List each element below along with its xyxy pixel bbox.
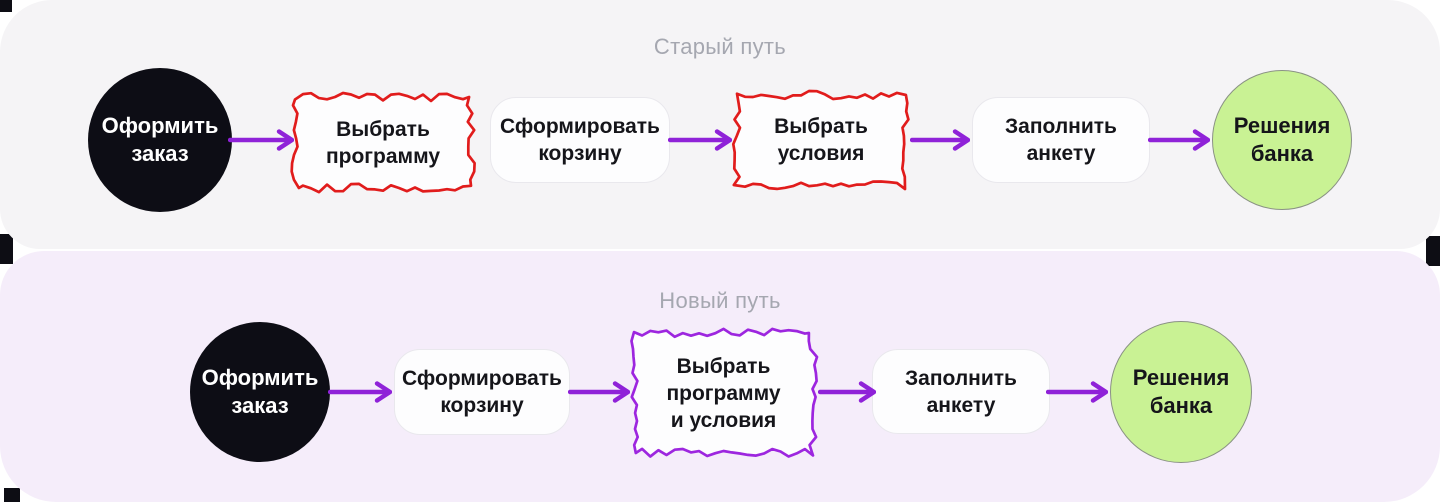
step-label-line: заказ	[131, 141, 189, 166]
step-label-line: Выбрать	[774, 115, 868, 138]
step-label-line: Сформировать	[402, 367, 562, 390]
step-label-line: корзину	[440, 394, 524, 417]
step-squiggle-red: Выбрать программу	[288, 90, 478, 195]
step-circle-green: Решения банка	[1212, 70, 1352, 210]
step-label-line: Решения	[1233, 113, 1331, 138]
step-label-line: условия	[777, 142, 865, 165]
step-label-line: Заполнить	[905, 366, 1017, 390]
step-label-line: Оформить	[101, 113, 219, 138]
step-label: Сформировать корзину	[500, 113, 660, 167]
step-label: Оформить заказ	[202, 364, 319, 420]
step-label-line: анкету	[1026, 142, 1096, 165]
step-label: Заполнить анкету	[1005, 113, 1117, 167]
step-label-line: заказ	[231, 393, 289, 418]
arrow-right-icon	[327, 378, 393, 406]
step-label-line: Выбрать	[676, 354, 771, 378]
step-label-line: банка	[1149, 393, 1213, 418]
arrow-right-icon	[1147, 126, 1211, 154]
squiggle-border-icon	[731, 89, 910, 191]
step-label: Выбрать условия	[774, 113, 868, 167]
step-circle-green: Решения банка	[1110, 321, 1252, 463]
step-box: Заполнить анкету	[972, 97, 1150, 183]
step-box: Сформировать корзину	[490, 97, 670, 183]
step-label: Решения банка	[1234, 112, 1331, 168]
step-label: Заполнить анкету	[905, 365, 1017, 419]
arrow-right-icon	[817, 378, 877, 406]
step-label-line: программу	[666, 381, 781, 405]
step-label-line: Сформировать	[500, 115, 660, 138]
old-path-panel	[0, 0, 1440, 249]
step-label: Решения банка	[1133, 364, 1230, 420]
step-label-line: корзину	[538, 142, 622, 165]
edge-artifact-mark	[0, 0, 12, 12]
step-circle-dark: Оформить заказ	[88, 68, 232, 212]
step-label-line: программу	[325, 144, 441, 168]
step-box: Заполнить анкету	[872, 349, 1050, 434]
step-label: Сформировать корзину	[402, 365, 562, 419]
step-box: Сформировать корзину	[394, 349, 570, 435]
step-label-line: Решения	[1132, 365, 1230, 390]
edge-artifact-mark	[1426, 236, 1440, 266]
step-label: Оформить заказ	[102, 112, 219, 168]
arrow-right-icon	[909, 126, 971, 154]
squiggle-border-icon	[630, 327, 819, 458]
step-label-line: банка	[1250, 141, 1314, 166]
arrow-right-icon	[227, 126, 295, 154]
step-label-line: Оформить	[201, 365, 319, 390]
step-circle-dark: Оформить заказ	[190, 322, 330, 462]
step-squiggle-red: Выбрать условия	[730, 88, 912, 192]
old-path-title: Старый путь	[653, 34, 787, 59]
step-squiggle-purple: Выбрать программу и условия	[627, 326, 820, 460]
arrow-right-icon	[1045, 378, 1109, 406]
arrow-right-icon	[567, 378, 631, 406]
step-label-line: Заполнить	[1005, 115, 1117, 138]
step-label: Выбрать программу	[326, 116, 440, 170]
arrow-right-icon	[667, 126, 733, 154]
squiggle-border-icon	[290, 91, 476, 194]
new-path-title: Новый путь	[659, 288, 781, 313]
step-label: Выбрать программу и условия	[666, 353, 780, 434]
step-label-line: Выбрать	[336, 117, 430, 141]
edge-artifact-mark	[4, 488, 20, 502]
step-label-line: и условия	[670, 408, 777, 432]
edge-artifact-mark	[0, 234, 13, 264]
step-label-line: анкету	[926, 393, 996, 417]
